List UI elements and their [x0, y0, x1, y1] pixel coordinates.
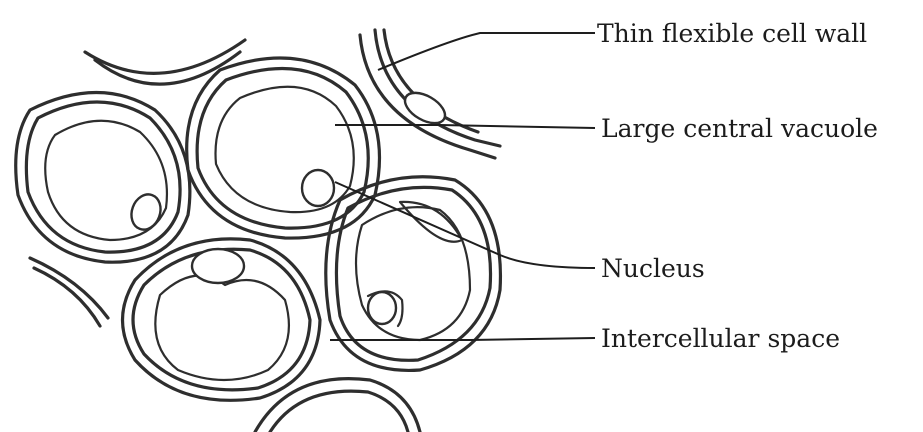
cell-wall-leader: [378, 33, 595, 70]
cell-left-nucleus: [127, 190, 166, 233]
labels: Thin flexible cell wall Large central va…: [597, 19, 878, 353]
top-right-nucleus: [400, 87, 450, 130]
cell-right-nucleus: [368, 292, 396, 324]
cell-top-center-nucleus: [302, 170, 334, 206]
cell-bottom-center-nucleus: [192, 249, 244, 283]
cell-right: [326, 177, 501, 371]
cell-left: [16, 93, 190, 263]
label-intercellular-space: Intercellular space: [601, 324, 840, 353]
label-cell-wall: Thin flexible cell wall: [597, 19, 867, 48]
label-nucleus: Nucleus: [601, 254, 705, 283]
cell-bottom-center: [123, 239, 321, 400]
cell-top-center: [187, 58, 380, 238]
label-vacuole: Large central vacuole: [601, 114, 878, 143]
